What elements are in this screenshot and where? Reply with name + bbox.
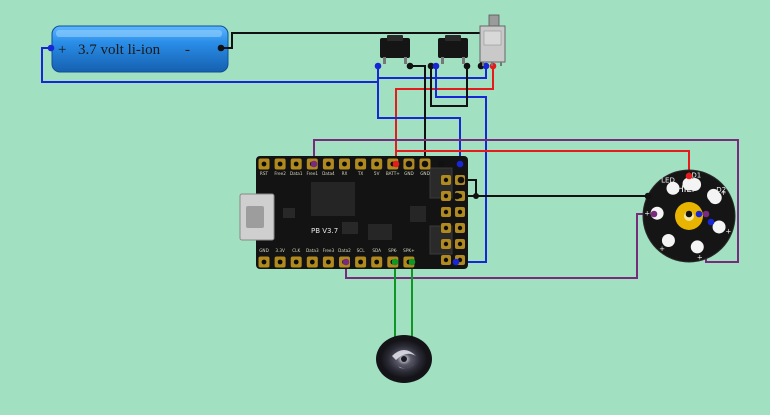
led-pad — [661, 234, 675, 248]
side-pin-hole — [443, 241, 449, 247]
pin-hole — [277, 161, 283, 167]
pin-label: BATT+ — [386, 171, 400, 176]
pin-label: Free2 — [274, 171, 286, 176]
pin-hole — [374, 259, 380, 265]
wire-button2-blue — [435, 66, 487, 263]
led-board-title: HILT — [677, 185, 696, 195]
side-pin-hole — [457, 225, 463, 231]
side-pin-hole — [443, 257, 449, 263]
pin-label: GND — [259, 248, 269, 253]
pin-label: Data4 — [322, 171, 335, 176]
board-version: PB V3.7 — [311, 227, 338, 235]
pin-label: 5V — [374, 171, 380, 176]
pin-hole — [358, 259, 363, 265]
slide-switch — [479, 14, 506, 66]
led-pad — [690, 240, 704, 254]
pin-hole — [277, 259, 283, 265]
wire-switch-blue — [378, 67, 487, 79]
side-pin-hole — [457, 209, 463, 215]
pin-label: Data1 — [290, 171, 303, 176]
pin-label: Free3 — [323, 248, 335, 253]
wire-button2-black — [430, 66, 468, 107]
led-pad-label: + — [644, 209, 650, 217]
pin-hole — [261, 161, 267, 167]
led-pad-label: D1 — [691, 172, 701, 180]
speaker — [376, 335, 432, 383]
pin-label: SPK+ — [403, 248, 415, 253]
led-pad — [666, 181, 680, 195]
pin-hole — [261, 259, 267, 265]
side-pin-hole — [443, 209, 449, 215]
processor-chip — [311, 182, 355, 216]
side-pin-hole — [443, 225, 449, 231]
pin-hole — [293, 259, 299, 265]
pin-hole — [342, 161, 347, 167]
wire-button-black-ground — [410, 65, 426, 164]
wire-junctions — [47, 44, 497, 199]
pin-label: Data2 — [338, 248, 351, 253]
side-pin-hole — [443, 193, 449, 199]
side-pin-hole — [443, 177, 449, 183]
led-pad-label: + — [720, 189, 726, 197]
board-connection-dots — [310, 160, 465, 266]
pin-label: SCL — [357, 248, 366, 253]
pin-label: RX — [342, 171, 348, 176]
pin-label: GND — [404, 171, 414, 176]
push-button-1 — [380, 35, 410, 64]
wire-switch-red — [395, 67, 494, 164]
pin-label: CLK — [292, 248, 300, 253]
pin-label: Data3 — [306, 248, 319, 253]
battery-label: 3.7 volt li-ion — [78, 42, 161, 58]
led-pad — [707, 188, 721, 202]
pin-hole — [374, 161, 380, 167]
battery: + 3.7 volt li-ion - — [51, 25, 229, 73]
side-pin-hole — [457, 241, 463, 247]
led-pad-label: + — [659, 245, 665, 253]
pin-hole — [358, 161, 363, 167]
led-pad — [688, 177, 702, 191]
pin-hole — [309, 259, 315, 265]
wire-button1-blue — [377, 66, 461, 164]
led-pad-label: D2 — [716, 186, 726, 194]
wire-battery-positive — [41, 47, 378, 83]
led-pad — [712, 220, 726, 234]
led-pad-label: + — [726, 227, 732, 235]
battery-minus-label: - — [185, 42, 190, 58]
pin-hole — [326, 259, 331, 265]
pin-label: 3.3V — [275, 248, 285, 253]
battery-plus-label: + — [58, 42, 66, 58]
pin-label: GND — [420, 171, 430, 176]
pin-hole — [326, 161, 331, 167]
wire-led-positive — [396, 150, 690, 176]
pin-label: SDA — [372, 248, 381, 253]
pin-label: SPK- — [388, 248, 397, 253]
pin-label: Free1 — [307, 171, 319, 176]
pin-label: TX — [357, 171, 364, 176]
pin-label: RST — [260, 171, 269, 176]
led-pad-label: LED — [661, 177, 675, 185]
pin-hole — [293, 161, 299, 167]
led-connection-dots — [644, 172, 715, 226]
push-button-2 — [438, 35, 468, 64]
led-pad-label: + — [697, 254, 703, 262]
